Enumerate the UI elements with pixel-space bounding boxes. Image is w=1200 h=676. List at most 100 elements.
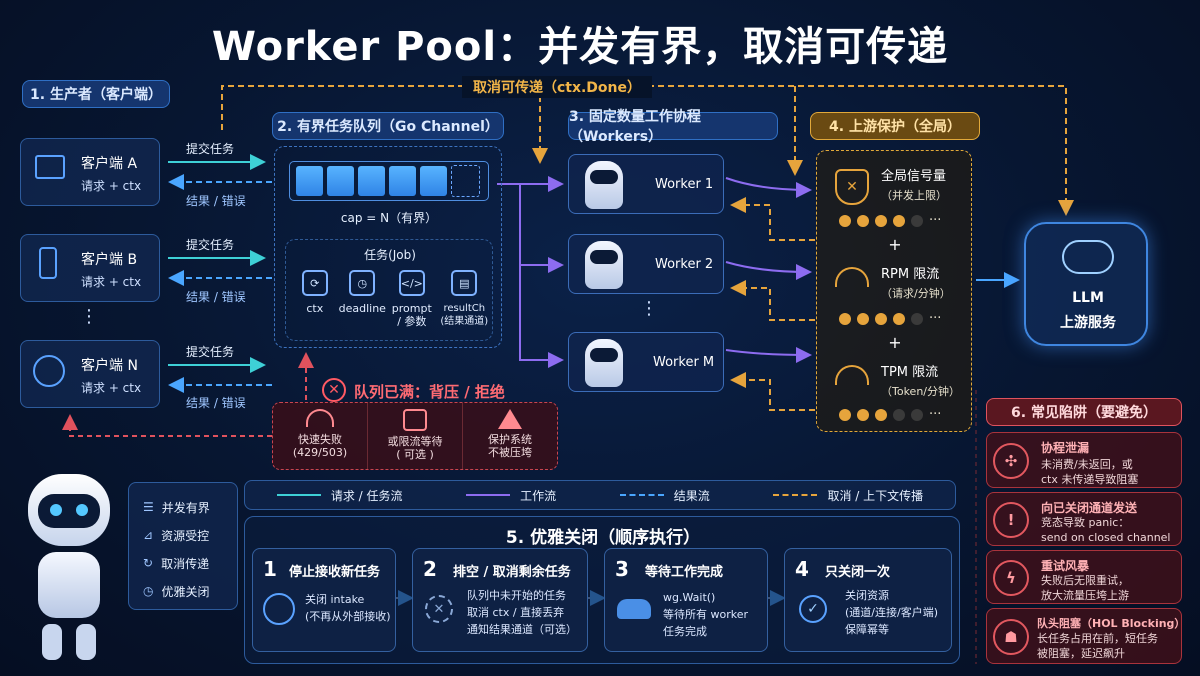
pitfall-card-hol: ☗ 队头阻塞（HOL Blocking） 长任务占用在前，短任务 被阻塞，延迟飙… [986, 608, 1186, 664]
result-label: 结果 / 错误 [186, 194, 246, 208]
pitfall-desc: 失败后无限重试， 放大流量压垮上游 [1041, 574, 1129, 602]
protect-dots: ··· [839, 311, 941, 326]
step-card-2: 2 排空 / 取消剩余任务 ✕ 队列中未开始的任务 取消 ctx / 直接丢弃 … [412, 548, 588, 652]
client-sub: 请求 + ctx [81, 179, 142, 193]
pitfall-title: 向已关闭通道发送 [1041, 501, 1138, 515]
legend-item-work: 工作流 [466, 487, 556, 504]
client-card-a: 客户端 A 请求 + ctx [20, 138, 160, 206]
job-field-label: deadline [338, 302, 386, 315]
cancel-x-icon: ✕ [425, 595, 453, 623]
step-card-4: 4 只关闭一次 ✓ 关闭资源 (通道/连接/客户端) 保障幂等 [784, 548, 952, 652]
dna-icon: ✣ [993, 443, 1029, 479]
dot-filled [839, 214, 851, 227]
submit-label: 提交任务 [186, 238, 235, 252]
crowd-icon: ☗ [993, 619, 1029, 655]
dot-filled [857, 408, 869, 421]
job-field-label: resultCh (结果通道) [440, 303, 489, 327]
feature-item: ☰并发有界 [143, 500, 210, 515]
dot-empty [911, 312, 923, 325]
worker-card-2: Worker 2 [568, 234, 724, 294]
pitfall-card-retry-storm: ϟ 重试风暴 失败后无限重试， 放大流量压垮上游 [986, 550, 1182, 604]
option-label: 快速失败 (429/503) [292, 433, 348, 459]
timer-icon: ◷ [143, 584, 154, 598]
pitfall-title: 重试风暴 [1041, 559, 1090, 573]
queue-slot-empty [451, 165, 480, 197]
feature-item: ◷优雅关闭 [143, 584, 210, 599]
robot-icon [585, 339, 623, 387]
option-label: 保护系统 不被压垮 [488, 433, 532, 459]
job-field-resultch: ▤ resultCh (结果通道) [437, 270, 492, 328]
protect-sub: （并发上限） [881, 189, 947, 202]
protect-title: 全局信号量 [881, 169, 947, 184]
submit-label: 提交任务 [186, 142, 235, 156]
job-field-ctx: ⟳ ctx [292, 270, 338, 328]
protect-dots: ··· [839, 407, 941, 422]
queue-slots [289, 161, 489, 201]
warning-icon [498, 409, 522, 429]
protect-box: ✕ 全局信号量 （并发上限） ··· + RPM 限流 （请求/分钟） ··· … [816, 150, 972, 432]
step-card-3: 3 等待工作完成 wg.Wait() 等待所有 worker 任务完成 [604, 548, 768, 652]
pitfall-card-closed-channel: ! 向已关闭通道发送 竞态导致 panic： send on closed ch… [986, 492, 1182, 546]
job-field-label: prompt / 参数 [391, 302, 432, 328]
job-fields: ⟳ ctx ◷ deadline </> prompt / 参数 ▤ resul… [292, 270, 492, 328]
client-sub: 请求 + ctx [81, 275, 142, 289]
step-number: 2 [423, 557, 437, 581]
storm-icon: ϟ [993, 560, 1029, 596]
step-number: 3 [615, 557, 629, 581]
job-field-label: ctx [306, 302, 324, 315]
option-label: 或限流等待 ( 可选 ) [387, 435, 443, 461]
step-number: 4 [795, 557, 809, 581]
feature-item: ↻取消传递 [143, 556, 210, 571]
queue-cap: cap = N（有界） [340, 211, 438, 225]
step-title: 排空 / 取消剩余任务 [453, 565, 571, 580]
client-card-n: 客户端 N 请求 + ctx [20, 340, 160, 408]
submit-label: 提交任务 [186, 345, 235, 359]
chart-icon: ⊿ [143, 528, 154, 542]
dot-empty [893, 408, 905, 421]
clock-icon: ◷ [349, 270, 376, 296]
code-icon: </> [398, 270, 425, 296]
step-desc: 队列中未开始的任务 取消 ctx / 直接丢弃 通知结果通道（可选） [467, 589, 577, 636]
llm-line2: 上游服务 [1060, 315, 1116, 331]
step-number: 1 [263, 557, 277, 581]
feature-item: ⊿资源受控 [143, 528, 210, 543]
phone-icon [39, 247, 57, 279]
step-desc: 关闭 intake (不再从外部接收) [305, 593, 391, 623]
dot-filled [875, 408, 887, 421]
step-desc: 关闭资源 (通道/连接/客户端) 保障幂等 [845, 589, 938, 636]
legend-item-request: 请求 / 任务流 [276, 487, 403, 504]
hourglass-icon [403, 409, 427, 431]
dot-filled [839, 312, 851, 325]
pitfall-title: 队头阻塞（HOL Blocking） [1037, 617, 1186, 630]
client-name: 客户端 N [81, 358, 138, 374]
pitfall-desc: 竞态导致 panic： send on closed channel [1041, 516, 1171, 544]
job-title: 任务(Job) [364, 248, 416, 262]
legend-item-cancel: 取消 / 上下文传播 [773, 487, 923, 504]
dot-filled [875, 214, 887, 227]
queue-box: cap = N（有界） 任务(Job) ⟳ ctx ◷ deadline </>… [274, 146, 502, 348]
check-icon: ✓ [799, 595, 827, 623]
client-card-b: 客户端 B 请求 + ctx [20, 234, 160, 302]
robot-mascot [16, 474, 122, 664]
monitor-icon [35, 155, 65, 179]
queue-full-title: 队列已满：背压 / 拒绝 [354, 383, 505, 401]
worker-label: Worker 1 [655, 177, 714, 192]
section-queue: 2. 有界任务队列（Go Channel） [272, 112, 504, 140]
cancel-icon: ↻ [143, 556, 154, 570]
queue-slot [358, 166, 385, 196]
option-fail-fast: 快速失败 (429/503) [273, 403, 368, 469]
step-desc: wg.Wait() 等待所有 worker 任务完成 [663, 591, 749, 638]
globe-icon [33, 355, 65, 387]
queue-slot [327, 166, 354, 196]
message-icon: ▤ [451, 270, 478, 296]
legend-line [276, 494, 321, 496]
legend-line [466, 494, 511, 496]
robot-icon [585, 241, 623, 289]
pitfall-desc: 未消费/未返回，或 ctx 未传递导致阻塞 [1041, 458, 1139, 486]
client-name: 客户端 A [81, 156, 138, 172]
protect-dots: ··· [839, 213, 941, 228]
list-icon: ☰ [143, 500, 154, 514]
legend-item-result: 结果流 [619, 487, 710, 504]
refresh-icon: ⟳ [301, 270, 328, 296]
job-box: 任务(Job) ⟳ ctx ◷ deadline </> prompt / 参数… [285, 239, 493, 341]
